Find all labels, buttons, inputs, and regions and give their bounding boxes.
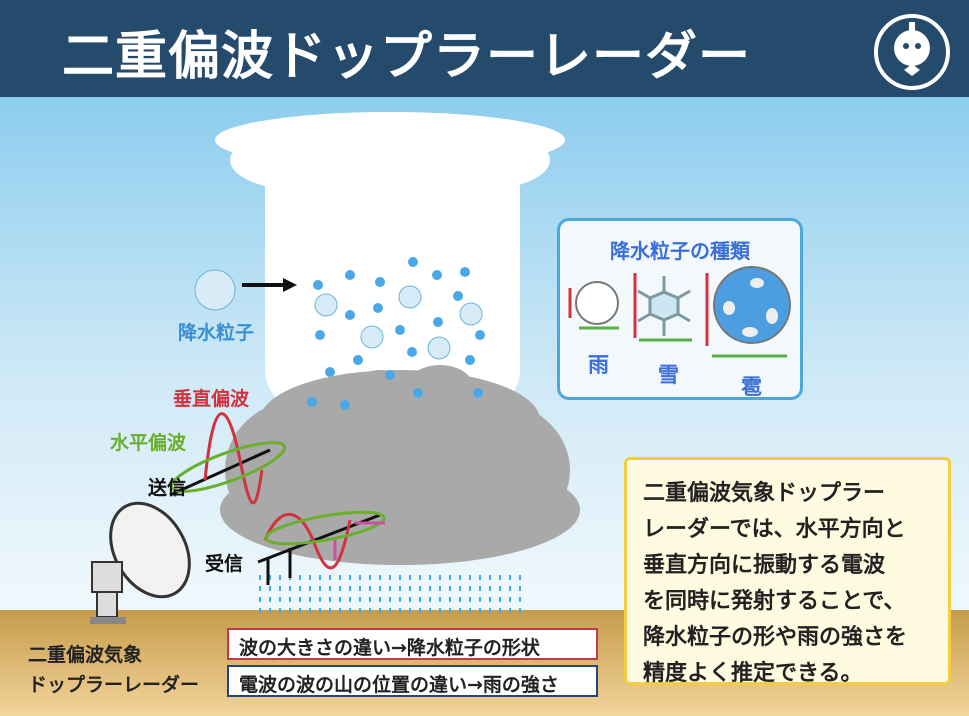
rain-drops — [259, 575, 521, 615]
finding-intensity: 電波の波の山の位置の違い→雨の強さ — [227, 665, 598, 697]
header-bar: 二重偏波ドップラーレーダー — [0, 0, 969, 97]
radar-label-line2: ドップラーレーダー — [28, 674, 200, 696]
transmit-wave — [169, 412, 287, 505]
particle-types-title: 降水粒子の種類 — [610, 239, 750, 263]
particle-type-snow: 雪 — [658, 363, 679, 387]
info-line: 垂直方向に振動する電波 — [643, 553, 886, 578]
particles — [194, 257, 485, 410]
vertical-wave-label: 垂直偏波 — [173, 388, 250, 410]
cumulonimbus-cloud — [215, 112, 565, 410]
receive-wave — [257, 510, 386, 585]
page-title: 二重偏波ドップラーレーダー — [62, 27, 752, 87]
hail-icon — [713, 266, 791, 344]
info-line: を同時に発射することで、 — [643, 589, 906, 614]
transmit-label: 送信 — [148, 477, 187, 499]
particle-shapes — [568, 266, 791, 358]
particle-type-hail: 雹 — [741, 375, 762, 399]
snowflake-icon — [637, 276, 691, 336]
particle-label: 降水粒子 — [178, 322, 255, 344]
rain-cloud — [220, 365, 580, 565]
info-line: 二重偏波気象ドップラー — [643, 481, 886, 506]
particle-type-rain: 雨 — [588, 353, 609, 377]
particle-types-panel: 降水粒子の種類 雨 雪 雹 — [557, 218, 803, 400]
info-line: レーダーでは、水平方向と — [643, 517, 906, 542]
finding-shape: 波の大きさの違い→降水粒子の形状 — [227, 628, 598, 660]
radar-dish-icon — [90, 501, 191, 624]
info-box: 二重偏波気象ドップラー レーダーでは、水平方向と 垂直方向に振動する電波 を同時… — [624, 457, 951, 686]
info-line: 降水粒子の形や雨の強さを — [643, 625, 908, 650]
horizontal-wave-label: 水平偏波 — [110, 432, 187, 454]
radar-label-line1: 二重偏波気象 — [28, 644, 143, 666]
info-line: 精度よく推定できる。 — [643, 661, 863, 686]
receive-label: 受信 — [205, 553, 244, 575]
logo-icon — [874, 14, 950, 90]
rain-drop-icon — [575, 281, 619, 325]
